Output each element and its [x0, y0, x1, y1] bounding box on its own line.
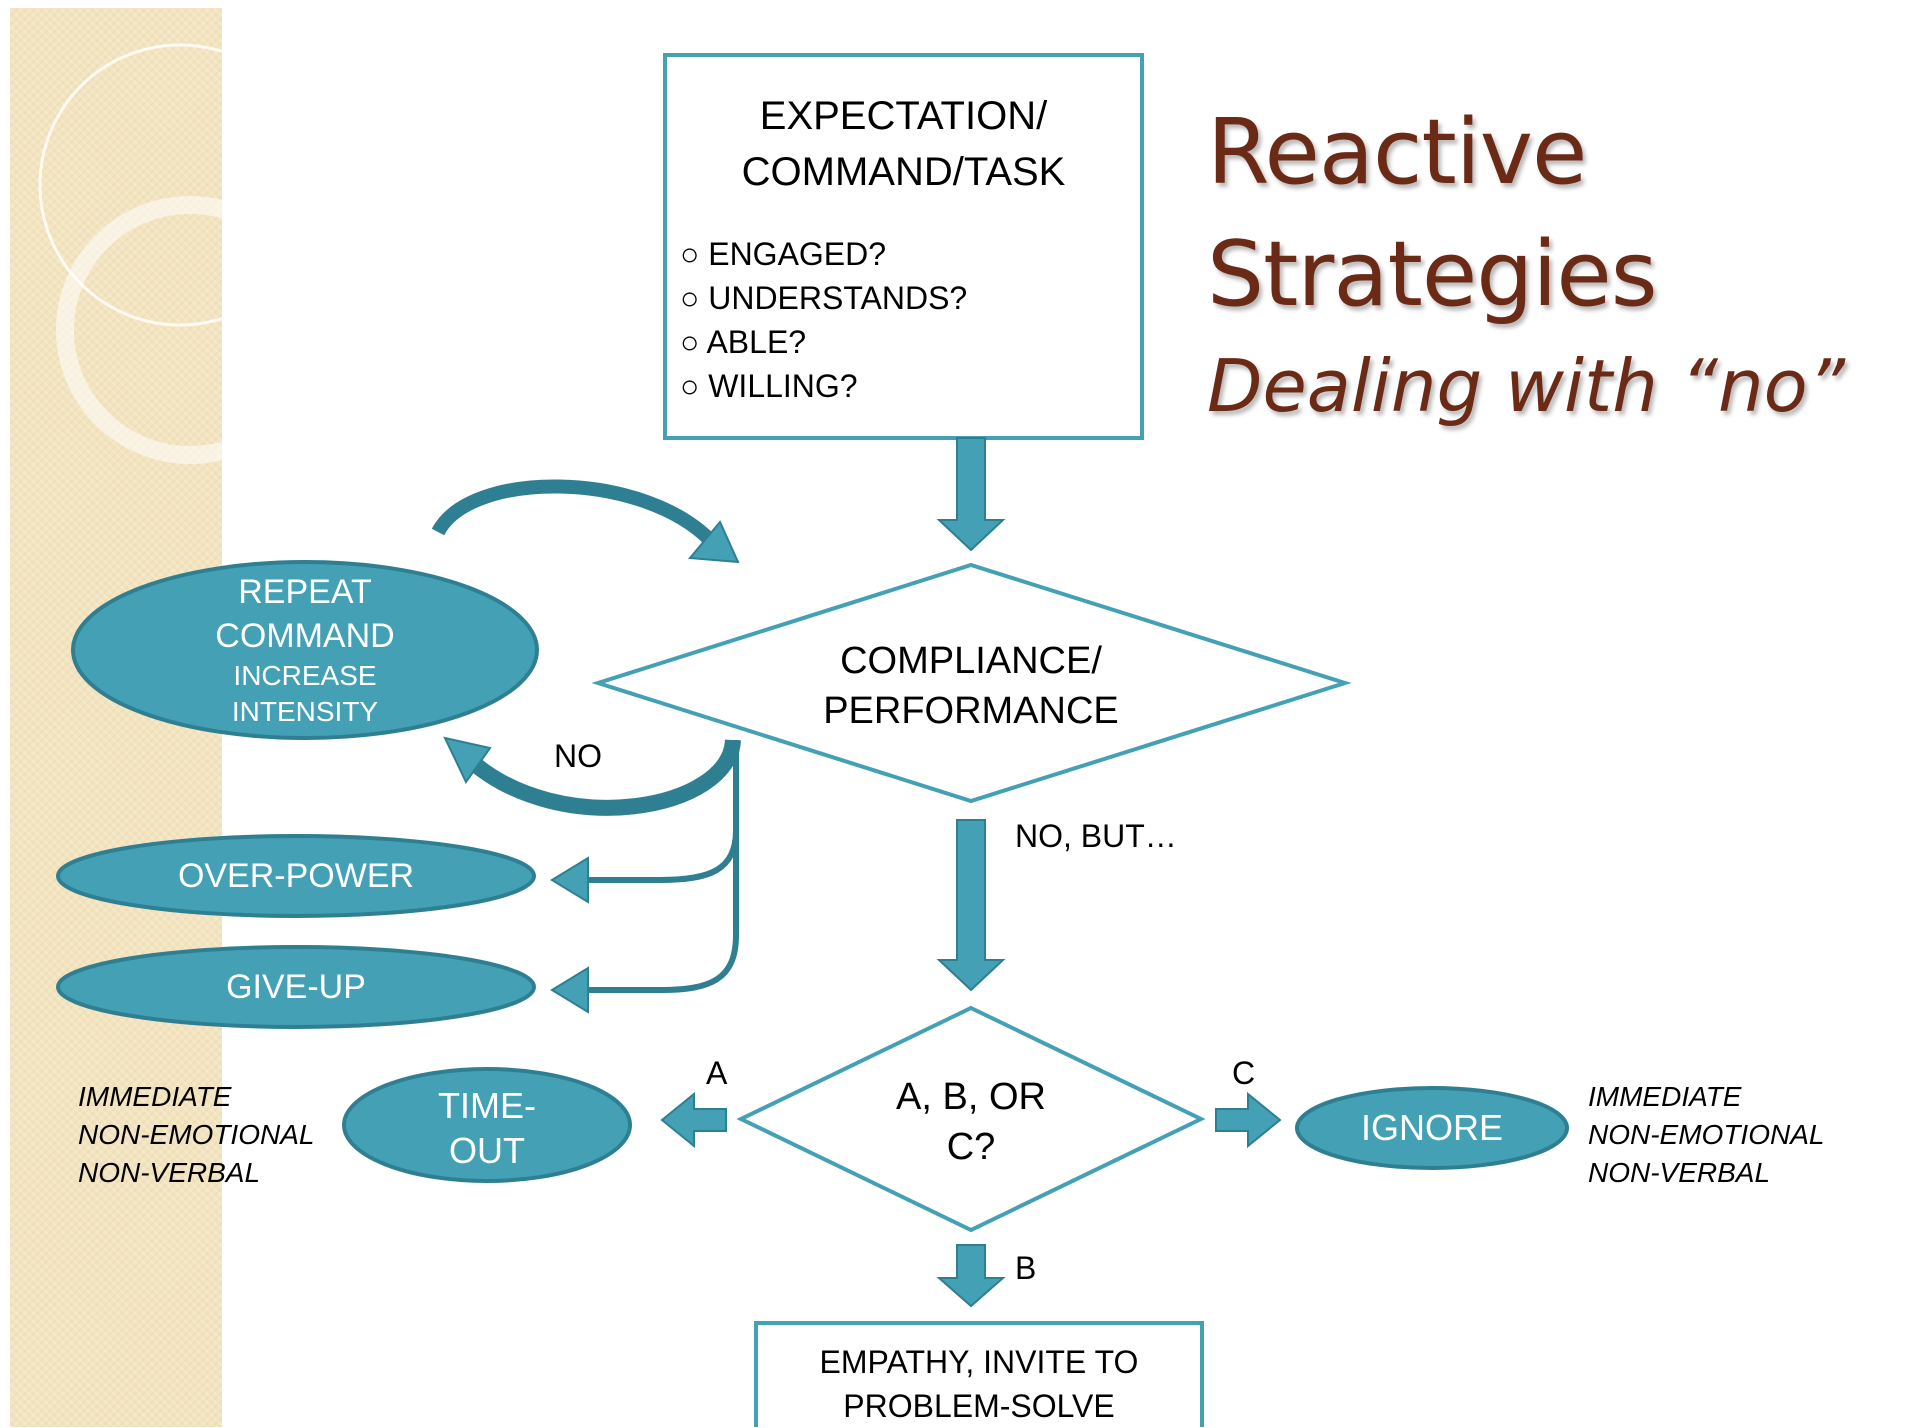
- timeout-line-1: TIME-: [438, 1085, 536, 1126]
- ignore-label: IGNORE: [1360, 1107, 1503, 1148]
- no-loop-arrow: [464, 738, 741, 816]
- checklist-item: ○ ENGAGED?: [680, 236, 887, 272]
- bullet-circle-icon: ○: [680, 236, 709, 272]
- loop-arrow-top-head: [688, 520, 740, 564]
- arrow-down-1: [936, 437, 1006, 552]
- timeout-line-2: OUT: [449, 1130, 525, 1171]
- command-checklist: ○ ENGAGED? ○ UNDERSTANDS? ○ ABLE? ○ WILL…: [680, 232, 967, 408]
- command-box-heading: EXPECTATION/ COMMAND/TASK: [668, 88, 1139, 200]
- arrow-left-a: [660, 1091, 727, 1149]
- arrow-right-c: [1215, 1091, 1282, 1149]
- slide-title: Reactive Strategies Dealing with “no”: [1207, 92, 1907, 436]
- compliance-line-1: COMPLIANCE/: [840, 640, 1102, 682]
- repeat-command-text: REPEAT COMMAND INCREASE INTENSITY: [120, 570, 490, 730]
- command-box: [663, 53, 1144, 440]
- checklist-item: ○ UNDERSTANDS?: [680, 280, 968, 316]
- empathy-box: [754, 1321, 1204, 1427]
- arrow-down-b: [936, 1244, 1006, 1308]
- overpower-arrowhead: [550, 856, 589, 904]
- repeat-command-ellipse: [71, 560, 539, 740]
- compliance-text: COMPLIANCE/ PERFORMANCE: [760, 636, 1182, 736]
- no-but-label: NO, BUT…: [1015, 818, 1177, 854]
- command-heading-line-2: COMMAND/TASK: [741, 150, 1066, 194]
- giveup-arrowhead: [550, 966, 589, 1014]
- branch-spine: [580, 740, 739, 993]
- title-line-1: Reactive: [1207, 100, 1587, 205]
- abc-diamond: [736, 1005, 1206, 1233]
- bullet-circle-icon: ○: [680, 324, 707, 360]
- repeat-line-2: COMMAND: [215, 617, 395, 655]
- timeout-ellipse: [342, 1067, 632, 1183]
- empathy-line-1: EMPATHY, INVITE TO: [819, 1344, 1139, 1380]
- no-label: NO: [554, 738, 602, 774]
- repeat-line-1: REPEAT: [238, 573, 372, 611]
- empathy-text: EMPATHY, INVITE TO PROBLEM-SOLVE: [760, 1340, 1198, 1428]
- loop-arrow-top: [431, 479, 715, 546]
- no-loop-arrow-head: [443, 736, 492, 784]
- note-line: NON-VERBAL: [78, 1157, 261, 1188]
- checklist-item: ○ WILLING?: [680, 368, 858, 404]
- abc-line-1: A, B, OR: [896, 1076, 1046, 1118]
- branch-a-label: A: [706, 1055, 728, 1091]
- bullet-circle-icon: ○: [680, 368, 709, 404]
- branch-overpower: [580, 829, 739, 883]
- timeout-text: TIME- OUT: [350, 1083, 624, 1173]
- checklist-item: ○ ABLE?: [680, 324, 807, 360]
- note-line: NON-EMOTIONAL: [1588, 1119, 1825, 1150]
- compliance-line-2: PERFORMANCE: [823, 690, 1119, 732]
- bullet-circle-icon: ○: [680, 280, 709, 316]
- branch-b-label: B: [1015, 1250, 1037, 1286]
- command-heading-line-1: EXPECTATION/: [759, 94, 1048, 138]
- title-line-2: Strategies: [1207, 222, 1658, 327]
- giveup-label: GIVE-UP: [226, 968, 366, 1006]
- arrow-down-2: [936, 819, 1006, 992]
- giveup-ellipse: [56, 945, 536, 1029]
- note-line: NON-EMOTIONAL: [78, 1119, 315, 1150]
- overpower-label: OVER-POWER: [177, 857, 415, 895]
- compliance-diamond: [591, 562, 1352, 804]
- note-line: IMMEDIATE: [1588, 1081, 1742, 1112]
- branch-c-label: C: [1232, 1055, 1256, 1091]
- abc-line-2: C?: [946, 1126, 996, 1168]
- title-subtitle: Dealing with “no”: [1207, 344, 1846, 428]
- overpower-ellipse: [56, 834, 536, 918]
- repeat-line-3: INCREASE: [233, 660, 377, 691]
- timeout-note: IMMEDIATE NON-EMOTIONAL NON-VERBAL: [78, 1078, 314, 1192]
- empathy-line-2: PROBLEM-SOLVE: [843, 1388, 1115, 1424]
- repeat-line-4: INTENSITY: [231, 696, 379, 727]
- ignore-note: IMMEDIATE NON-EMOTIONAL NON-VERBAL: [1588, 1078, 1824, 1192]
- note-line: NON-VERBAL: [1588, 1157, 1771, 1188]
- note-line: IMMEDIATE: [78, 1081, 232, 1112]
- abc-text: A, B, OR C?: [821, 1072, 1121, 1172]
- ignore-ellipse: [1295, 1086, 1569, 1170]
- decorative-rings: [38, 43, 324, 464]
